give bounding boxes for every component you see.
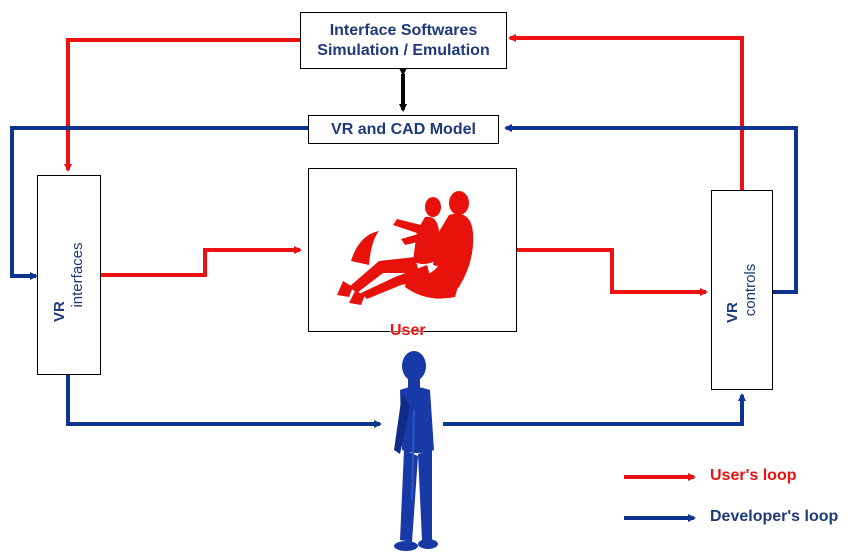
seated-dummy-illustration xyxy=(337,191,474,305)
red-line-interfaces-to-user xyxy=(101,246,302,277)
blue-line-developer-to-controls xyxy=(443,393,746,426)
vr-controls-label: VR controls xyxy=(724,205,760,375)
legend-developers-loop: Developer's loop xyxy=(710,508,839,525)
red-line-controls-to-software xyxy=(508,34,744,190)
vr-controls-box: VR controls xyxy=(711,190,773,390)
interface-softwares-box: Interface Softwares Simulation / Emulati… xyxy=(300,12,507,69)
developer-figure xyxy=(394,351,438,551)
user-label: User xyxy=(390,322,426,339)
user-box xyxy=(308,168,517,332)
simulation-emulation-label: Simulation / Emulation xyxy=(317,41,490,59)
vr-interfaces-line2: interfaces xyxy=(69,242,86,308)
legend-users-loop: User's loop xyxy=(710,467,797,484)
vr-controls-line2: controls xyxy=(742,263,759,317)
vr-interfaces-box: VR interfaces xyxy=(37,175,101,375)
blue-line-interfaces-to-developer xyxy=(66,375,382,428)
steering-wheel-icon xyxy=(351,231,379,265)
vr-cad-model-box: VR and CAD Model xyxy=(308,115,499,144)
vr-interfaces-line1: VR xyxy=(51,301,68,322)
vr-interfaces-label: VR interfaces xyxy=(51,190,87,360)
vr-controls-line1: VR xyxy=(724,302,741,323)
red-line-software-to-interfaces xyxy=(64,38,300,172)
blue-line-model-to-interfaces xyxy=(10,126,308,280)
blue-line-controls-to-model xyxy=(504,124,798,294)
red-line-user-to-controls xyxy=(516,248,708,296)
vr-cad-model-label: VR and CAD Model xyxy=(331,120,476,138)
interface-softwares-label: Interface Softwares xyxy=(329,21,478,39)
